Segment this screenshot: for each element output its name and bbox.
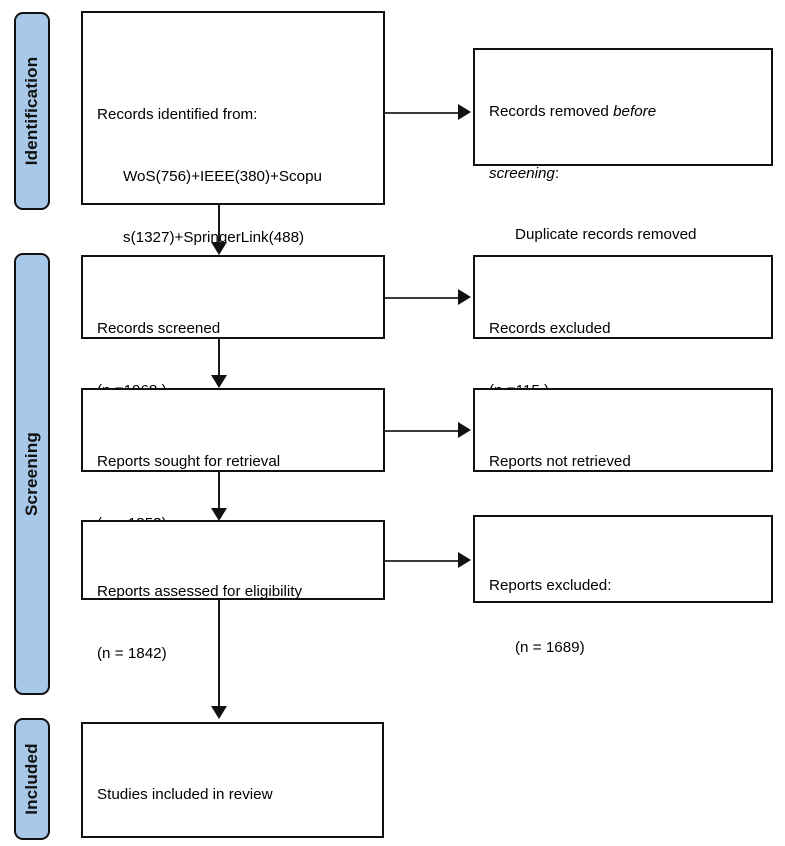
records-identified-line2: WoS(756)+IEEE(380)+Scopu xyxy=(123,167,322,185)
arrow-identified-to-screened xyxy=(211,242,227,255)
records-removed-line2: screening: xyxy=(489,164,560,182)
phase-identification: Identification xyxy=(14,12,50,210)
phase-included-label: Included xyxy=(22,743,41,815)
box-studies-included: Studies included in review (n =7 ) Repor… xyxy=(81,722,384,838)
reports-sought-line1: Reports sought for retrieval xyxy=(97,453,281,470)
records-removed-line1: Records removed before xyxy=(489,103,657,120)
phase-screening-label: Screening xyxy=(22,432,41,516)
arrow-assessed-to-excluded xyxy=(458,552,471,568)
arrow-identified-to-removed xyxy=(458,104,471,120)
box-records-screened: Records screened (n =1968 ) xyxy=(81,255,385,399)
reports-assessed-line2: (n = 1842) xyxy=(97,644,167,662)
arrow-sought-to-not-retrieved xyxy=(458,422,471,438)
connector-identified-to-screened xyxy=(218,205,220,253)
phase-identification-label: Identification xyxy=(22,56,41,166)
connector-sought-to-not-retrieved xyxy=(385,430,460,432)
box-records-removed: Records removed before screening: Duplic… xyxy=(473,48,773,305)
box-reports-sought: Reports sought for retrieval (n = 1853) xyxy=(81,388,385,532)
reports-excluded-line2: (n = 1689) xyxy=(515,638,585,656)
reports-excluded-line1: Reports excluded: xyxy=(489,577,612,594)
records-excluded-line1: Records excluded xyxy=(489,320,611,337)
connector-assessed-to-excluded xyxy=(385,560,460,562)
arrow-sought-to-assessed xyxy=(211,508,227,521)
box-reports-excluded: Reports excluded: (n = 1689) xyxy=(473,515,773,656)
phase-included: Included xyxy=(14,718,50,840)
connector-screened-to-sought xyxy=(218,339,220,383)
records-screened-line1: Records screened xyxy=(97,320,221,337)
arrow-assessed-to-included xyxy=(211,706,227,719)
connector-screened-to-excluded xyxy=(385,297,460,299)
reports-not-retrieved-line1: Reports not retrieved xyxy=(489,453,631,470)
connector-assessed-to-included xyxy=(218,600,220,710)
box-reports-assessed: Reports assessed for eligibility (n = 18… xyxy=(81,520,385,662)
records-identified-line1: Records identified from: xyxy=(97,106,258,123)
arrow-screened-to-sought xyxy=(211,375,227,388)
reports-assessed-line1: Reports assessed for eligibility xyxy=(97,583,303,600)
box-records-excluded: Records excluded (n =115 ) xyxy=(473,255,773,399)
studies-included-line1: Studies included in review xyxy=(97,786,273,803)
box-reports-not-retrieved: Reports not retrieved (n = 11) xyxy=(473,388,773,532)
arrow-screened-to-excluded xyxy=(458,289,471,305)
box-records-identified: Records identified from: WoS(756)+IEEE(3… xyxy=(81,11,385,308)
phase-screening: Screening xyxy=(14,253,50,695)
connector-sought-to-assessed xyxy=(218,472,220,516)
records-identified-line3: s(1327)+SpringerLink(488) xyxy=(123,229,305,246)
connector-identified-to-removed xyxy=(385,112,460,114)
records-removed-line3: Duplicate records removed xyxy=(515,226,697,243)
